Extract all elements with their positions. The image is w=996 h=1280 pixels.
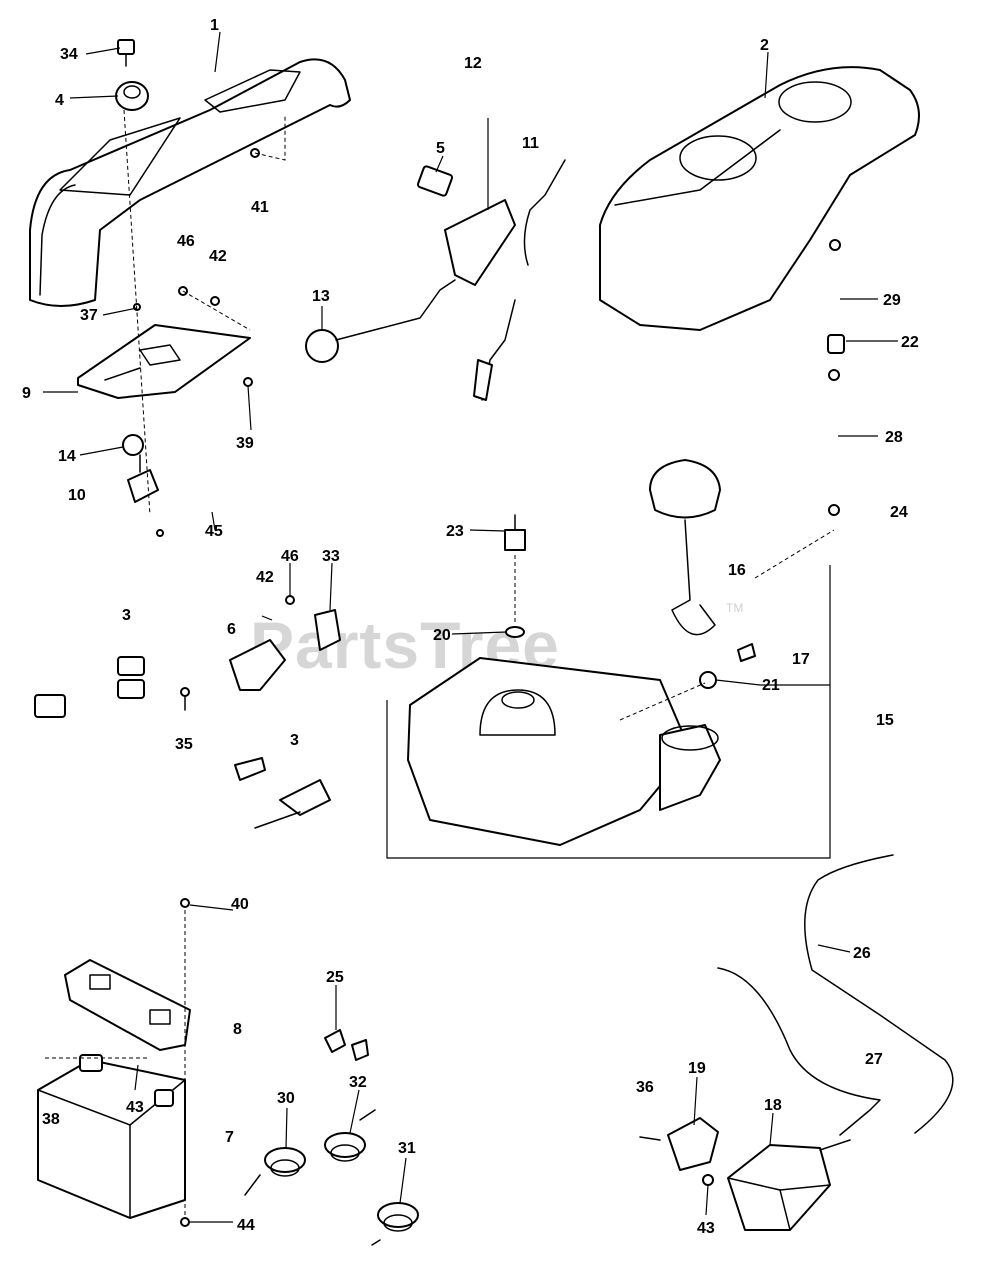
part-22-fitting[interactable] bbox=[827, 239, 845, 516]
label-28: 28 bbox=[885, 429, 903, 446]
callout-labels: 1 2 3 3 4 5 6 7 8 9 10 11 12 13 14 15 16… bbox=[22, 17, 919, 1237]
label-39: 39 bbox=[236, 435, 254, 452]
part-23-mount[interactable] bbox=[504, 514, 526, 551]
label-3b: 3 bbox=[290, 732, 299, 749]
part-26-hose[interactable] bbox=[804, 854, 954, 1134]
label-31: 31 bbox=[398, 1140, 416, 1157]
part-15-fuel-tank[interactable] bbox=[407, 657, 721, 846]
part-16-fuel-cap[interactable] bbox=[649, 459, 721, 636]
part-1-left-fender[interactable] bbox=[29, 58, 351, 307]
part-3-connector-group[interactable] bbox=[34, 656, 145, 718]
label-37: 37 bbox=[80, 307, 98, 324]
label-7: 7 bbox=[225, 1129, 234, 1146]
part-35-screw[interactable] bbox=[180, 687, 190, 711]
label-29: 29 bbox=[883, 292, 901, 309]
label-3a: 3 bbox=[122, 607, 131, 624]
label-30: 30 bbox=[277, 1090, 295, 1107]
label-41: 41 bbox=[251, 199, 269, 216]
part-8-hold-down[interactable] bbox=[64, 959, 191, 1051]
label-19: 19 bbox=[688, 1060, 706, 1077]
label-21: 21 bbox=[762, 677, 780, 694]
part-14-knob[interactable] bbox=[122, 434, 144, 456]
label-38: 38 bbox=[42, 1111, 60, 1128]
label-44: 44 bbox=[237, 1217, 255, 1234]
label-32: 32 bbox=[349, 1074, 367, 1091]
part-11-cable[interactable] bbox=[473, 159, 566, 401]
part-20-washer[interactable] bbox=[505, 626, 525, 638]
part-3-sensor[interactable] bbox=[234, 757, 331, 829]
label-12: 12 bbox=[464, 55, 482, 72]
label-25: 25 bbox=[326, 969, 344, 986]
part-2-right-fender[interactable] bbox=[599, 66, 920, 331]
label-26: 26 bbox=[853, 945, 871, 962]
part-27-hose[interactable] bbox=[717, 967, 881, 1136]
label-5: 5 bbox=[436, 140, 445, 157]
part-38-battery[interactable] bbox=[37, 1054, 186, 1219]
label-27: 27 bbox=[865, 1051, 883, 1068]
label-15: 15 bbox=[876, 712, 894, 729]
label-23: 23 bbox=[446, 523, 464, 540]
label-4: 4 bbox=[55, 92, 64, 109]
part-12-linkage[interactable] bbox=[444, 199, 516, 286]
label-17: 17 bbox=[792, 651, 810, 668]
label-40: 40 bbox=[231, 896, 249, 913]
leader-lines bbox=[43, 31, 898, 1223]
part-21-grommet[interactable] bbox=[699, 643, 756, 689]
watermark-tm: TM bbox=[726, 601, 743, 615]
label-33: 33 bbox=[322, 548, 340, 565]
part-5-switch[interactable] bbox=[416, 165, 454, 197]
label-16: 16 bbox=[728, 562, 746, 579]
part-9-bracket[interactable] bbox=[77, 324, 251, 399]
label-42a: 42 bbox=[209, 248, 227, 265]
label-42b: 42 bbox=[256, 569, 274, 586]
part-33-switch[interactable] bbox=[229, 595, 341, 691]
label-11: 11 bbox=[522, 135, 539, 152]
label-45: 45 bbox=[205, 523, 223, 540]
part-34-key[interactable] bbox=[117, 39, 135, 67]
label-6: 6 bbox=[227, 621, 236, 638]
part-4-ignition-switch[interactable] bbox=[115, 81, 149, 111]
label-24: 24 bbox=[890, 504, 908, 521]
connection-lines bbox=[45, 109, 835, 1218]
label-43b: 43 bbox=[697, 1220, 715, 1237]
label-35: 35 bbox=[175, 736, 193, 753]
label-9: 9 bbox=[22, 385, 31, 402]
label-8: 8 bbox=[233, 1021, 242, 1038]
part-18-canister[interactable] bbox=[727, 1139, 851, 1231]
part-10-lever[interactable] bbox=[127, 454, 159, 503]
label-13: 13 bbox=[312, 288, 330, 305]
part-19-bracket[interactable] bbox=[639, 1117, 719, 1171]
label-36: 36 bbox=[636, 1079, 654, 1096]
label-1: 1 bbox=[210, 17, 219, 34]
label-46b: 46 bbox=[281, 548, 299, 565]
label-18: 18 bbox=[764, 1097, 782, 1114]
label-22: 22 bbox=[901, 334, 919, 351]
part-31-cable[interactable] bbox=[371, 1202, 419, 1246]
label-10: 10 bbox=[68, 487, 86, 504]
label-43a: 43 bbox=[126, 1099, 144, 1116]
label-14: 14 bbox=[58, 448, 76, 465]
part-32-cable[interactable] bbox=[324, 1109, 376, 1162]
part-25-clips[interactable] bbox=[324, 1029, 369, 1061]
part-30-cable[interactable] bbox=[244, 1147, 306, 1196]
fuel-tank-assembly-box bbox=[386, 565, 831, 859]
label-20: 20 bbox=[433, 627, 451, 644]
label-2: 2 bbox=[760, 37, 769, 54]
label-46a: 46 bbox=[177, 233, 195, 250]
label-34: 34 bbox=[60, 46, 78, 63]
